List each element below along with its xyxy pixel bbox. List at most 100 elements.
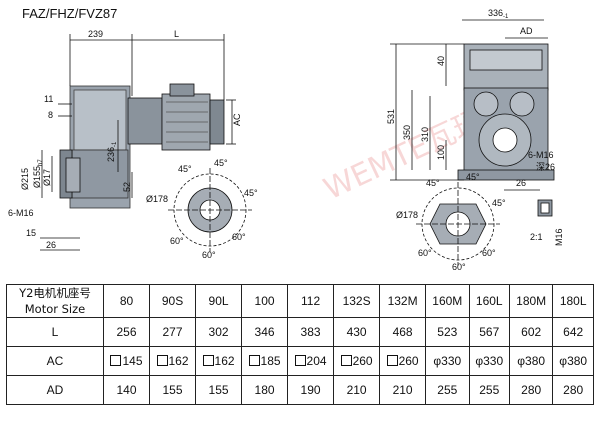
size-90l: 90L xyxy=(195,284,243,318)
square-symbol-icon xyxy=(110,355,122,366)
cell-value: 280 xyxy=(521,383,542,397)
cell-value: 523 xyxy=(437,325,458,339)
cell-value: 280 xyxy=(563,383,584,397)
table-cell: 260 xyxy=(333,346,381,376)
angle-60-a: 60° xyxy=(170,236,184,246)
cell-value: 210 xyxy=(346,383,367,397)
table-cell: 642 xyxy=(552,317,594,347)
model-title: FAZ/FHZ/FVZ87 xyxy=(22,6,117,21)
cell-value: φ380 xyxy=(559,354,588,368)
size-180l: 180L xyxy=(552,284,594,318)
cell-value: 277 xyxy=(162,325,183,339)
dim-d178-right: Ø178 xyxy=(396,210,418,220)
cell-value: φ380 xyxy=(517,354,546,368)
angle-45-f: 45° xyxy=(492,198,506,208)
size-160m: 160M xyxy=(425,284,470,318)
dim-100: 100 xyxy=(436,145,446,160)
size-80: 80 xyxy=(102,284,151,318)
cell-value: 204 xyxy=(306,354,327,368)
cell-value: 430 xyxy=(346,325,367,339)
angle-60-c: 60° xyxy=(232,232,246,242)
cell-value: 162 xyxy=(168,354,189,368)
table-cell: 468 xyxy=(379,317,427,347)
dim-L: L xyxy=(174,29,179,39)
cell-value: 180 xyxy=(254,383,275,397)
dim-531: 531 xyxy=(386,109,396,124)
table-cell: 567 xyxy=(468,317,510,347)
dim-40: 40 xyxy=(436,56,446,66)
cell-value: 260 xyxy=(398,354,419,368)
dim-236-tolerance: -1 xyxy=(112,141,118,147)
table-cell: φ380 xyxy=(508,346,554,376)
dim-d155-tolerance: h7 xyxy=(38,159,44,166)
dim-AC: AC xyxy=(232,113,242,126)
row-label: L xyxy=(6,317,104,347)
table-cell: 255 xyxy=(425,375,470,405)
angle-45-c: 45° xyxy=(244,188,258,198)
angle-45-b: 45° xyxy=(214,158,228,168)
dim-26-keyway: 26 xyxy=(516,178,526,188)
technical-drawing: WEMTE瓦玛特 FAZ/FHZ/FVZ87 xyxy=(8,6,564,272)
cell-value: 346 xyxy=(254,325,275,339)
size-90s: 90S xyxy=(149,284,197,318)
table-cell: 210 xyxy=(333,375,381,405)
size-132s: 132S xyxy=(333,284,381,318)
square-symbol-icon xyxy=(248,355,260,366)
dim-AD: AD xyxy=(520,26,533,36)
cell-value: 145 xyxy=(122,354,143,368)
table-cell: 190 xyxy=(287,375,335,405)
angle-45-e: 45° xyxy=(466,172,480,182)
angle-45-d: 45° xyxy=(426,178,440,188)
table-cell: 162 xyxy=(149,346,197,376)
table-cell: 162 xyxy=(195,346,243,376)
side-view xyxy=(40,34,236,251)
dim-d178-left: Ø178 xyxy=(146,194,168,204)
dim-15: 15 xyxy=(26,228,36,238)
table-cell: 255 xyxy=(468,375,510,405)
table-cell: 180 xyxy=(241,375,289,405)
dim-8: 8 xyxy=(48,110,53,120)
dim-11: 11 xyxy=(44,94,53,104)
table-cell: 140 xyxy=(102,375,151,405)
table-cell: 256 xyxy=(102,317,151,347)
cell-value: 140 xyxy=(116,383,137,397)
table-header-label: Y2电机机座号 Motor Size xyxy=(6,284,104,318)
table-cell: 155 xyxy=(195,375,243,405)
table-cell: 210 xyxy=(379,375,427,405)
dim-239: 239 xyxy=(88,29,103,39)
dim-d17: Ø17 xyxy=(42,169,52,186)
size-112: 112 xyxy=(287,284,335,318)
table-cell: 280 xyxy=(508,375,554,405)
square-symbol-icon xyxy=(386,355,398,366)
table-cell: 155 xyxy=(149,375,197,405)
flange-view-right xyxy=(416,182,500,266)
table-cell: 602 xyxy=(508,317,554,347)
dim-336-tolerance: -1 xyxy=(503,14,509,20)
angle-60-f: 60° xyxy=(482,248,496,258)
cell-value: φ330 xyxy=(475,354,504,368)
size-132m: 132M xyxy=(379,284,427,318)
cell-value: 255 xyxy=(437,383,458,397)
dim-d215: Ø215 xyxy=(20,168,30,190)
row-label: AD xyxy=(6,375,104,405)
scale-ratio: 2:1 xyxy=(530,232,543,242)
dim-6m16: 6-M16 xyxy=(8,208,34,218)
header-en: Motor Size xyxy=(24,302,86,316)
keyway-detail xyxy=(537,199,553,217)
table-cell: 204 xyxy=(287,346,335,376)
angle-45-a: 45° xyxy=(178,164,192,174)
dim-depth-26: 深26 xyxy=(536,162,555,172)
table-cell: 280 xyxy=(552,375,594,405)
dim-52: 52 xyxy=(122,182,132,192)
table-cell: 302 xyxy=(195,317,243,347)
front-view xyxy=(390,19,555,191)
cell-value: 255 xyxy=(479,383,500,397)
dim-26: 26 xyxy=(46,240,56,250)
cell-value: 256 xyxy=(116,325,137,339)
dim-336: 336-1 xyxy=(488,8,509,20)
dim-6m16-right: 6-M16 xyxy=(528,150,554,160)
